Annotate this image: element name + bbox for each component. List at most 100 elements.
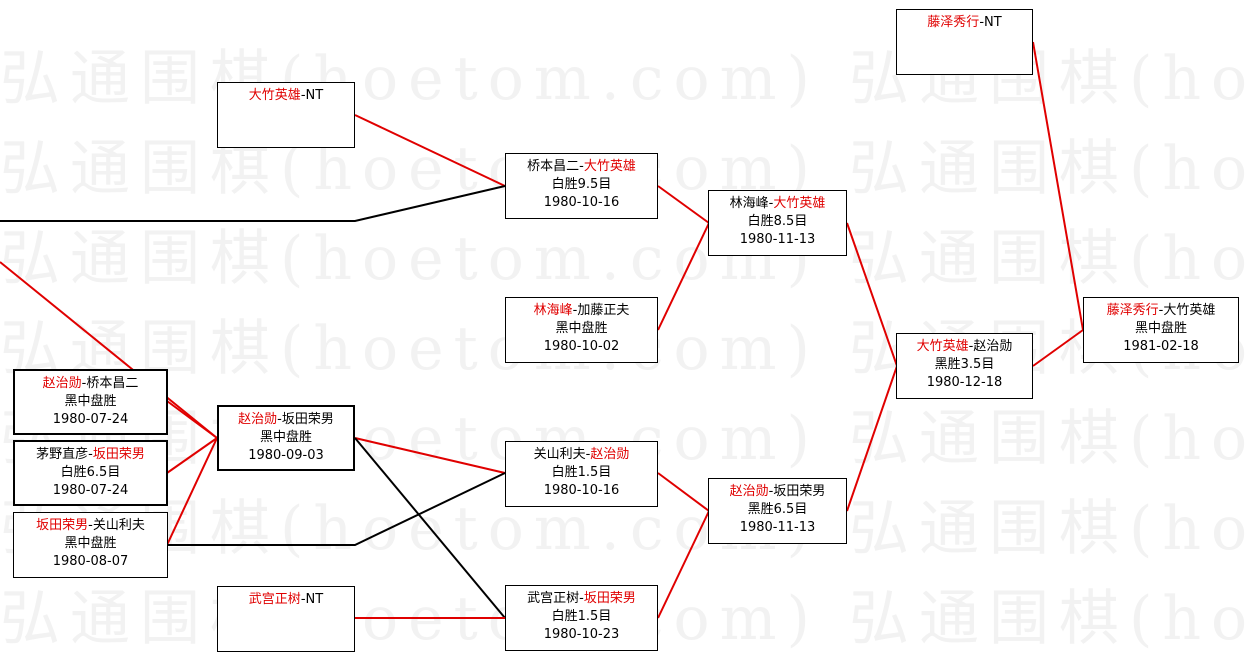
player-b: NT [984, 15, 1002, 30]
game-result: 黑中盘胜 [259, 430, 312, 445]
player-b: 大竹英雄 [1163, 303, 1216, 318]
player-b: 赵治勋 [590, 447, 630, 462]
player-a: 赵治勋 [42, 376, 82, 391]
game-node: 林海峰-加藤正夫黑中盘胜 1980-10-02 [505, 297, 658, 363]
separator: - [81, 376, 87, 391]
connector-line [0, 261, 218, 439]
game-result: 白胜1.5目 [551, 609, 612, 624]
game-node: 武宫正树-NT [217, 586, 355, 652]
game-date: 1980-11-13 [739, 520, 816, 535]
player-a: 关山利夫 [533, 447, 586, 462]
connector-line [166, 400, 218, 439]
matchup-line: 林海峰-加藤正夫 [506, 302, 657, 320]
player-b: 大竹英雄 [583, 159, 636, 174]
matchup-line: 赵治勋-坂田荣男 [219, 411, 353, 429]
player-b: 坂田荣男 [583, 591, 636, 606]
matchup-line: 武宫正树-坂田荣男 [506, 590, 657, 608]
player-a: 大竹英雄 [248, 88, 301, 103]
player-a: 茅野直彦 [36, 447, 89, 462]
game-result: 黑中盘胜 [64, 536, 117, 551]
game-date: 1980-10-02 [543, 339, 620, 354]
connector-line [166, 437, 218, 546]
matchup-line: 坂田荣男-关山利夫 [14, 517, 167, 535]
player-b: 坂田荣男 [773, 484, 826, 499]
player-a: 藤泽秀行 [1106, 303, 1159, 318]
game-result: 黑胜3.5目 [934, 357, 995, 372]
matchup-line: 武宫正树-NT [218, 591, 354, 609]
separator: - [277, 412, 282, 427]
player-a: 林海峰 [533, 303, 573, 318]
game-date: 1980-08-07 [52, 554, 129, 569]
player-b: NT [305, 88, 324, 103]
matchup-line: 桥本昌二-大竹英雄 [506, 158, 657, 176]
player-b: 桥本昌二 [86, 376, 139, 391]
connector-line [167, 472, 506, 546]
separator: - [88, 447, 93, 462]
game-date: 1981-02-18 [1123, 339, 1199, 354]
game-result: 白胜8.5目 [747, 214, 808, 229]
separator: - [1158, 303, 1164, 318]
matchup-line: 关山利夫-赵治勋 [506, 446, 657, 464]
game-result: 黑中盘胜 [555, 321, 608, 336]
player-b: 加藤正夫 [577, 303, 630, 318]
game-date: 1980-07-24 [52, 483, 129, 498]
player-a: 桥本昌二 [527, 159, 580, 174]
player-b: 大竹英雄 [773, 196, 826, 211]
connector-line [354, 437, 506, 619]
game-date: 1980-10-23 [543, 627, 620, 642]
connector-line [1032, 329, 1084, 367]
matchup-line: 茅野直彦-坂田荣男 [15, 446, 166, 464]
matchup-line: 藤泽秀行-大竹英雄 [1084, 302, 1238, 320]
separator: - [300, 88, 306, 103]
game-result: 白胜9.5目 [551, 177, 612, 192]
game-node: 藤泽秀行-NT [896, 9, 1033, 75]
connector-line [657, 472, 710, 512]
matchup-line: 藤泽秀行-NT [897, 14, 1032, 32]
game-result: 白胜6.5目 [60, 465, 121, 480]
connector-line [166, 437, 218, 474]
matchup-line: 大竹英雄-赵治勋 [897, 338, 1032, 356]
player-a: 坂田荣男 [36, 518, 89, 533]
game-date: 1980-09-03 [248, 448, 324, 463]
connector-line [0, 185, 506, 222]
separator: - [300, 592, 306, 607]
player-b: 坂田荣男 [281, 412, 334, 427]
game-result: 白胜1.5目 [551, 465, 612, 480]
separator: - [768, 196, 774, 211]
player-b: 坂田荣男 [92, 447, 145, 462]
game-node: 大竹英雄-赵治勋黑胜3.5目 1980-12-18 [896, 333, 1033, 399]
player-b: NT [305, 592, 324, 607]
separator: - [585, 447, 591, 462]
connector-line [354, 437, 506, 474]
game-date: 1980-10-16 [543, 195, 620, 210]
connector-line [657, 185, 710, 224]
player-a: 赵治勋 [238, 412, 278, 427]
separator: - [88, 518, 93, 533]
separator: - [579, 159, 584, 174]
game-date: 1980-10-16 [543, 483, 620, 498]
connector-line [1032, 41, 1084, 331]
player-b: 关山利夫 [92, 518, 145, 533]
matchup-line: 赵治勋-桥本昌二 [15, 375, 166, 393]
game-node: 大竹英雄-NT [217, 82, 355, 148]
player-a: 武宫正树 [527, 591, 580, 606]
game-result: 黑胜6.5目 [747, 502, 808, 517]
connector-line [657, 222, 710, 331]
matchup-line: 大竹英雄-NT [218, 87, 354, 105]
separator: - [579, 591, 584, 606]
connector-line [354, 114, 506, 187]
game-date: 1980-12-18 [926, 375, 1003, 390]
matchup-line: 赵治勋-坂田荣男 [709, 483, 846, 501]
separator: - [768, 484, 774, 499]
connector-line [846, 222, 898, 367]
